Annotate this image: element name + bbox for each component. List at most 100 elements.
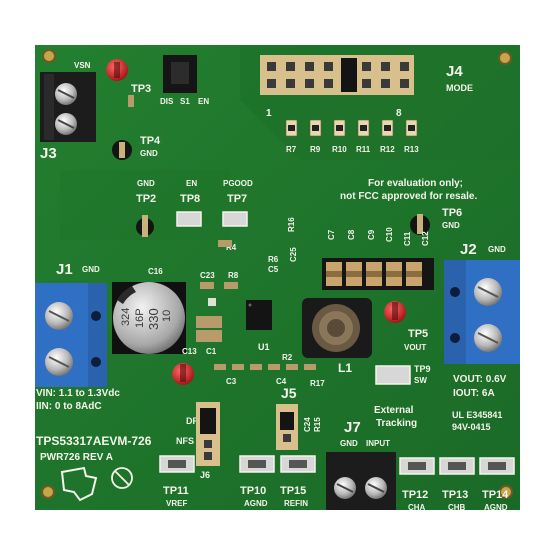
vsn-label: VSN	[74, 61, 91, 70]
c7-label: C7	[327, 229, 336, 240]
r10-label: R10	[332, 145, 347, 154]
tp7-net-label: PGOOD	[223, 179, 253, 188]
tp14-net-label: AGND	[484, 503, 508, 512]
ul-listing-line1: UL E345841	[452, 410, 502, 420]
c23-label: C23	[200, 271, 215, 280]
small-passives-left	[196, 240, 238, 342]
tp11-label: TP11	[163, 485, 189, 497]
tp11-net-label: VREF	[166, 499, 187, 508]
c2-capacitor	[128, 95, 134, 107]
mode-label: MODE	[446, 83, 473, 93]
j1-label: J1	[56, 261, 73, 278]
r6-label: R6	[268, 255, 279, 264]
c25-label: C25	[289, 247, 298, 262]
mounting-hole-bottom-left	[41, 485, 55, 499]
external-label: External	[374, 405, 414, 416]
r8-label: R8	[228, 271, 239, 280]
c13-label: C13	[182, 347, 197, 356]
tp2-label: TP2	[136, 193, 156, 205]
c4-label: C4	[276, 377, 287, 386]
tp2-net-label: GND	[137, 179, 155, 188]
j6-jumper	[196, 402, 220, 466]
s1-switch	[163, 55, 197, 93]
c16-marking-1: 324	[120, 308, 132, 326]
j7-label: J7	[344, 419, 361, 436]
j3-label: J3	[40, 145, 57, 162]
c16-label: C16	[148, 267, 163, 276]
nfs-label: NFS	[176, 436, 194, 446]
tp5-label: TP5	[408, 328, 428, 340]
tp15-net-label: REFIN	[284, 499, 308, 508]
r15-label: R15	[313, 417, 322, 432]
c1-label: C1	[206, 347, 217, 356]
tp13-net-label: CHB	[448, 503, 466, 512]
r12-label: R12	[380, 145, 395, 154]
header-pin8-label: 8	[396, 108, 402, 119]
small-passives-middle	[214, 364, 316, 370]
mounting-hole-top-left	[42, 49, 56, 63]
c5-label: C5	[268, 265, 279, 274]
r4-label: R4	[226, 243, 237, 252]
mounting-hole-top-right	[498, 51, 512, 65]
tp7-label: TP7	[227, 193, 247, 205]
r17-label: R17	[310, 379, 325, 388]
vin-spec: VIN: 1.1 to 1.3Vdc	[36, 388, 120, 399]
tp10-label: TP10	[240, 485, 266, 497]
c16-marking-2: 16P	[134, 308, 146, 328]
j7-gnd-label: GND	[340, 439, 358, 448]
tp8-label: TP8	[180, 193, 200, 205]
c3-label: C3	[226, 377, 237, 386]
tp7-testpoint	[222, 211, 248, 227]
r9-label: R9	[310, 145, 321, 154]
board-revision: PWR726 REV A	[40, 452, 113, 463]
tp6-net-label: GND	[442, 221, 460, 230]
header-pin1-label: 1	[266, 108, 272, 119]
j4-label: J4	[446, 63, 463, 80]
j3-terminal-block	[40, 72, 96, 142]
c16-marking-3: 330	[146, 308, 161, 330]
pb-free-icon	[111, 467, 133, 489]
j1-terminal-block	[35, 283, 107, 387]
tp5-net-label: VOUT	[404, 343, 426, 352]
j2-label: J2	[460, 241, 477, 258]
tp2-testpoint	[136, 215, 154, 237]
dis-label: DIS	[160, 97, 174, 106]
output-capacitor-row	[322, 258, 434, 290]
r13-label: R13	[404, 145, 419, 154]
r11-label: R11	[356, 145, 371, 154]
iin-spec: IIN: 0 to 8AdC	[36, 401, 102, 412]
j6-label: J6	[200, 470, 210, 480]
j5-label: J5	[281, 385, 297, 401]
tp3-label: TP3	[131, 83, 151, 95]
c11-label: C11	[403, 231, 412, 246]
dp-label: DP	[186, 416, 199, 426]
s1-label: S1	[180, 97, 190, 106]
evaluation-notice-line2: not FCC approved for resale.	[340, 191, 477, 202]
tp8-testpoint	[176, 211, 202, 227]
tp10-net-label: AGND	[244, 499, 268, 508]
c9-label: C9	[367, 229, 376, 240]
j7-terminal-block	[326, 452, 396, 510]
tp4-label: TP4	[140, 135, 161, 147]
c16-electrolytic-capacitor	[112, 282, 186, 354]
u1-controller-ic	[246, 300, 272, 330]
j2-net-label: GND	[488, 245, 506, 254]
l1-inductor	[302, 298, 372, 358]
ul-listing-line2: 94V-0415	[452, 422, 491, 432]
iout-spec: IOUT: 6A	[453, 388, 495, 399]
j2-terminal-block	[444, 260, 520, 364]
tp3-testpoint	[106, 59, 128, 81]
j5-jumper	[276, 404, 298, 450]
tp14-label: TP14	[482, 489, 509, 501]
u1-label: U1	[258, 342, 270, 352]
mode-resistor-row	[285, 119, 418, 137]
tp6-testpoint	[410, 214, 430, 235]
tp9-label: TP9	[414, 364, 431, 374]
tp4-net-label: GND	[140, 149, 158, 158]
c8-label: C8	[347, 229, 356, 240]
tracking-label: Tracking	[376, 418, 417, 429]
mounting-hole-bottom-right	[499, 485, 513, 499]
tp15-label: TP15	[280, 485, 306, 497]
tp5-testpoint	[384, 301, 406, 323]
